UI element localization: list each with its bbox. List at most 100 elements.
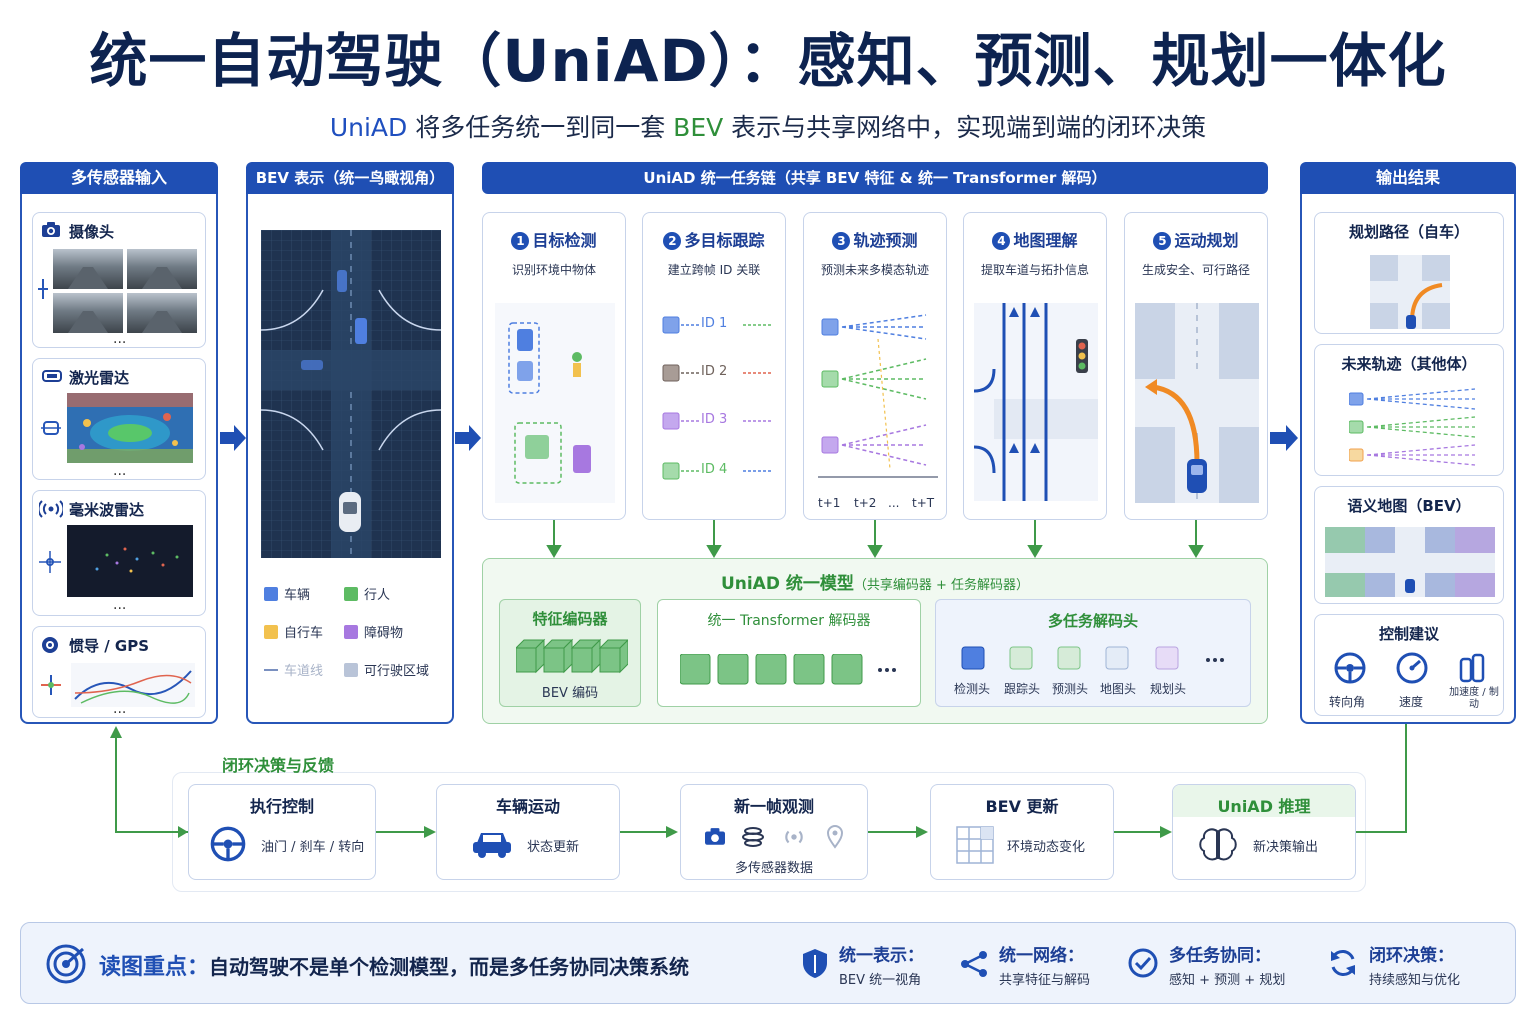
camera-ellipsis: ...: [113, 331, 127, 347]
outputs-panel: 输出结果 规划路径（自车） 未来轨迹（其他体） 语义地图（BEV）: [1300, 162, 1516, 724]
task-num-4: 4: [992, 232, 1011, 250]
legend-label-3: 障碍物: [364, 626, 404, 641]
output-traj-title: 未来轨迹（其他体）: [1341, 355, 1477, 373]
pedal-icon: [1459, 653, 1485, 683]
key-takeaway-label: 读图重点：: [99, 955, 210, 980]
footer-item-title-2: 多任务协同：: [1169, 946, 1271, 966]
imu-trajectory: [71, 663, 195, 707]
loop-step-execute: 执行控制 油门 / 刹车 / 转向: [188, 784, 376, 880]
sensors-panel: 多传感器输入 摄像头 ... 激光雷达 ...: [20, 162, 218, 724]
radar-card: 毫米波雷达 ...: [32, 490, 206, 616]
control-item-speed: 速度: [1399, 695, 1424, 709]
camera-icon: [42, 222, 60, 237]
tracking-icons: [662, 316, 699, 480]
legend-item-3: 障碍物: [344, 622, 403, 641]
loop-step-sub-bev: 环境动态变化: [1007, 840, 1086, 855]
map-lanes: [974, 303, 1098, 501]
legend-item-4: 车道线: [264, 660, 323, 679]
encoder-title: 特征编码器: [532, 610, 608, 628]
task-title-text-4: 地图理解: [1013, 231, 1078, 250]
camera-label: 摄像头: [69, 223, 115, 241]
task-down-arrows: [546, 520, 1204, 558]
control-item-accel: 加速度 / 制动: [1449, 687, 1499, 710]
location-pin-icon: [826, 825, 844, 849]
task-title-text-5: 运动规划: [1174, 231, 1239, 250]
loop-step-sub-observe: 多传感器数据: [734, 861, 813, 876]
loop-step-title-vehicle: 车辆运动: [495, 797, 560, 816]
legend-line-4: [264, 669, 278, 671]
loop-step-bev: BEV 更新 环境动态变化: [930, 784, 1114, 880]
encoder-blocks: [516, 638, 628, 674]
footer-item-title-0: 统一表示：: [839, 946, 924, 966]
legend-label-4: 车道线: [284, 664, 324, 679]
task-sub-prediction: 预测未来多模态轨迹: [820, 263, 929, 277]
radar-label: 毫米波雷达: [69, 501, 145, 519]
task-sub-planning: 生成安全、可行路径: [1141, 263, 1250, 277]
camera-rig-icon: [38, 279, 48, 299]
legend-label-2: 自行车: [284, 626, 324, 641]
task-sub-detection: 识别环境中物体: [511, 263, 596, 277]
unified-model-title-note: （共享编码器 + 任务解码器）: [853, 578, 1030, 593]
heads-box: 多任务解码头 检测头 跟踪头 预测头 地图头 规划头: [935, 599, 1251, 707]
camera-icon: [705, 828, 725, 845]
footer-item-sub-2: 感知 + 预测 + 规划: [1169, 973, 1286, 988]
time-label-4: t+T: [912, 496, 935, 510]
encoder-sub: BEV 编码: [541, 686, 599, 701]
footer-item-title-3: 闭环决策：: [1369, 946, 1454, 966]
key-takeaway-bar: 读图重点：自动驾驶不是单个检测模型，而是多任务协同决策系统 统一表示： BEV …: [20, 922, 1516, 1004]
loop-step-infer-head-bg: [1173, 785, 1355, 817]
imu-card: 惯导 / GPS ...: [32, 626, 206, 718]
task-sub-map: 提取车道与拓扑信息: [980, 263, 1089, 277]
track-id-4: ID 4: [701, 462, 728, 477]
gps-icon: [42, 637, 58, 653]
imu-ellipsis: ...: [113, 701, 127, 717]
track-id-2: ID 2: [701, 364, 728, 379]
page-subtitle: UniAD 将多任务统一到同一套 BEV 表示与共享网络中，实现端到端的闭环决策: [0, 108, 1536, 144]
task-title-text-2: 多目标跟踪: [684, 231, 765, 250]
heads-title: 多任务解码头: [1047, 612, 1138, 630]
radar-ellipsis: ...: [113, 597, 127, 613]
time-label-3: ...: [888, 496, 900, 510]
steering-wheel-icon: [1334, 652, 1366, 684]
output-traj-card: 未来轨迹（其他体）: [1314, 344, 1504, 476]
legend-swatch-3: [344, 625, 358, 639]
footer-item-sub-1: 共享特征与解码: [999, 973, 1091, 988]
loop-step-observe: 新一帧观测 多传感器数据: [680, 784, 868, 880]
head-label-track: 跟踪头: [1004, 682, 1041, 696]
shield-icon: [803, 949, 827, 978]
legend-swatch-1: [344, 587, 358, 601]
legend-swatch-0: [264, 587, 278, 601]
legend-swatch-2: [264, 625, 278, 639]
loop-step-sub-execute: 油门 / 刹车 / 转向: [261, 840, 365, 855]
decoder-box: 统一 Transformer 解码器: [657, 599, 921, 707]
bev-map: [261, 230, 441, 558]
legend-label-5: 可行驶区域: [364, 664, 430, 679]
legend-label-1: 行人: [364, 588, 391, 603]
head-label-plan: 规划头: [1150, 682, 1187, 696]
arrow-sensors-to-bev: [220, 425, 246, 451]
loop-step-title-observe: 新一帧观测: [733, 797, 814, 816]
bev-panel: BEV 表示（统一鸟瞰视角） 车辆 行人 自行车 障碍物 车道线 可行驶区域: [246, 162, 454, 724]
task-num-3: 3: [832, 232, 851, 250]
network-icon: [961, 951, 987, 977]
radar-sensor-icon: [39, 551, 61, 573]
prediction-fans: [818, 314, 938, 478]
loop-step-vehicle: 车辆运动 状态更新: [436, 784, 620, 880]
loop-step-sub-infer: 新决策输出: [1253, 840, 1319, 855]
car-icon: [473, 833, 511, 858]
lidar-sensor-icon: [41, 421, 61, 435]
head-label-detect: 检测头: [954, 682, 991, 696]
track-id-3: ID 3: [701, 412, 728, 427]
page-title: 统一自动驾驶（UniAD）：感知、预测、规划一体化: [89, 27, 1447, 95]
key-takeaway-body: 自动驾驶不是单个检测模型，而是多任务协同决策系统: [209, 955, 690, 979]
output-semantic-map: [1325, 527, 1495, 597]
unified-model-box: UniAD 统一模型（共享编码器 + 任务解码器） 特征编码器 BEV 编码 统…: [482, 558, 1268, 724]
legend-item-1: 行人: [344, 584, 390, 603]
tracking-tails: [743, 324, 773, 472]
sensors-panel-head: 多传感器输入: [20, 162, 218, 194]
